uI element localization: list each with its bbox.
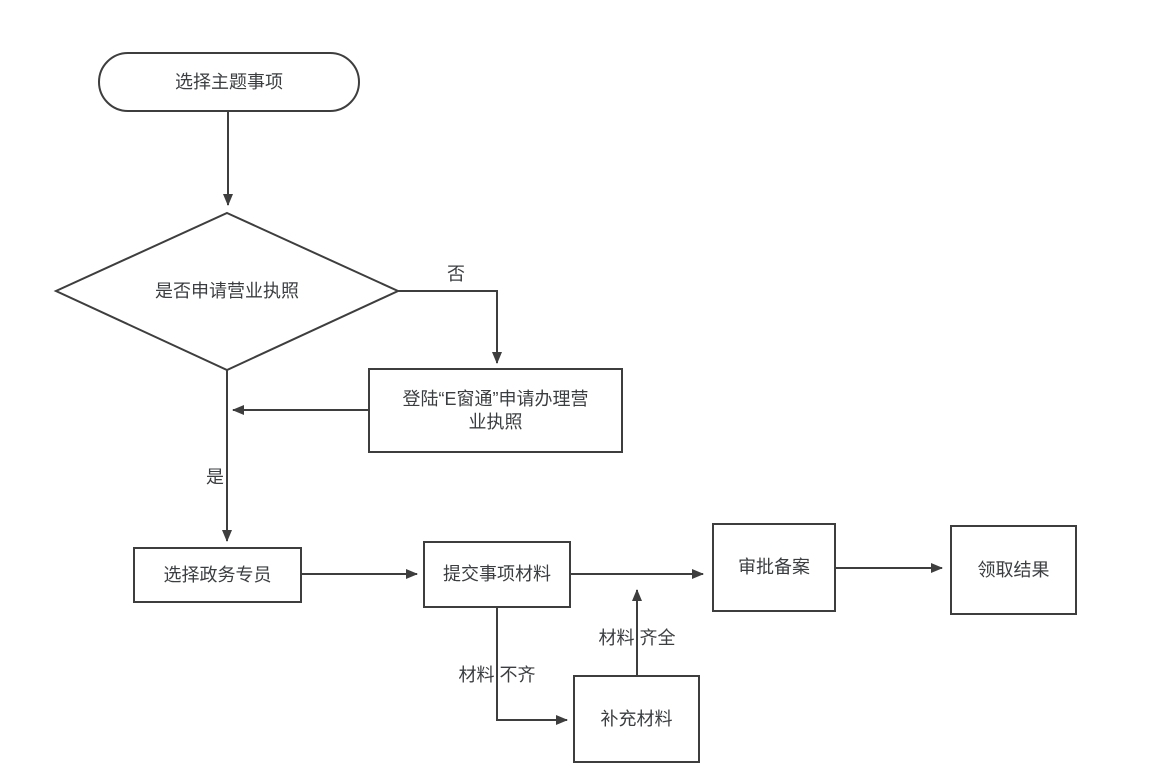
node-specialist-label: 选择政务专员 (163, 564, 272, 585)
edge-submit-incomplete-to-supplement (496, 608, 568, 725)
node-supplement: 补充材料 (573, 675, 700, 763)
node-start-label: 选择主题事项 (175, 71, 283, 92)
decision-diamond-shape (53, 211, 401, 372)
node-start: 选择主题事项 (98, 52, 360, 112)
edge-decision-no-to-ewindow (398, 290, 502, 364)
node-submit: 提交事项材料 (423, 541, 571, 608)
node-result: 领取结果 (950, 525, 1077, 615)
node-specialist: 选择政务专员 (133, 547, 302, 603)
node-submit-label: 提交事项材料 (443, 564, 551, 584)
node-ewindow-label: 登陆“E窗通”申请办理营 业执照 (402, 388, 589, 432)
node-result-label: 领取结果 (977, 559, 1050, 580)
node-approve: 审批备案 (712, 523, 836, 612)
node-ewindow: 登陆“E窗通”申请办理营 业执照 (368, 368, 623, 453)
node-supplement-label: 补充材料 (600, 708, 673, 729)
node-approve-label: 审批备案 (738, 557, 810, 577)
